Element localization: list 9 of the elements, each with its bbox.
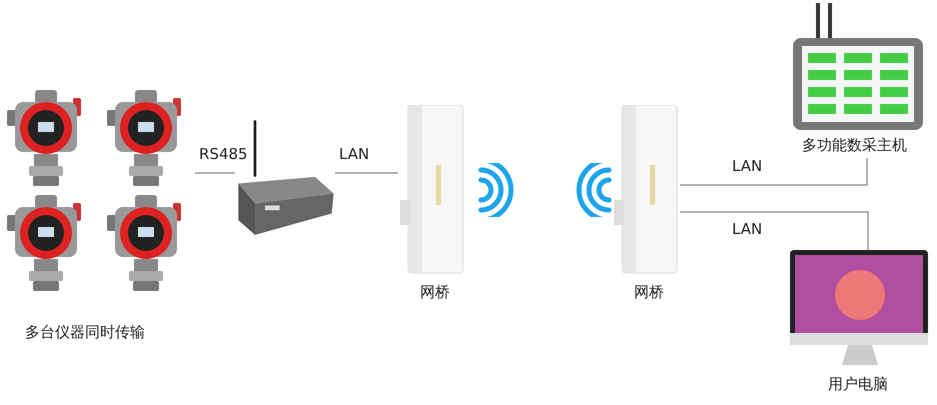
connector-line	[195, 172, 235, 174]
device-caption: 用户电脑	[828, 375, 888, 394]
connector-line	[680, 211, 869, 250]
connector-line	[335, 172, 398, 174]
device-caption: 多功能数采主机	[802, 136, 907, 155]
device-caption: 网桥	[420, 283, 450, 302]
connector-line	[680, 158, 868, 186]
device-caption: 网桥	[634, 283, 664, 302]
device-caption: 多台仪器同时传输	[25, 323, 145, 342]
